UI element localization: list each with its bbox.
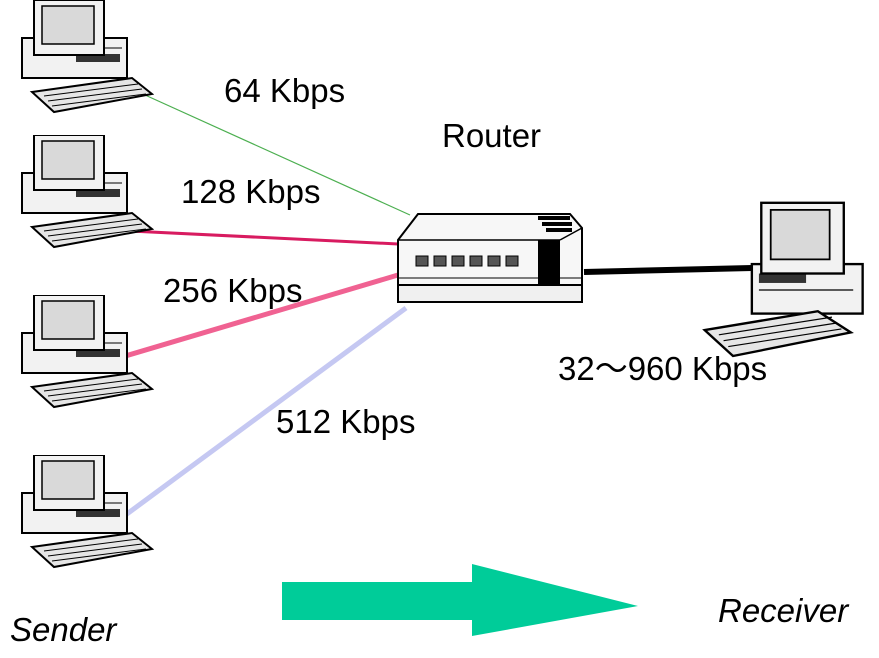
desktop-computer-icon xyxy=(21,295,154,409)
link-64kbps xyxy=(144,94,411,216)
router xyxy=(397,213,583,303)
link-256kbps xyxy=(111,272,399,363)
sender-computer-2 xyxy=(21,135,154,249)
right-arrow-icon xyxy=(282,564,638,636)
sender-computer-4 xyxy=(21,455,154,569)
router-icon xyxy=(397,213,583,303)
desktop-computer-icon xyxy=(21,455,154,569)
router-label: Router xyxy=(442,117,542,154)
link-64kbps-label: 64 Kbps xyxy=(224,72,346,109)
sender-computer-1 xyxy=(21,0,154,114)
desktop-computer-icon xyxy=(702,201,864,358)
sender-label: Sender xyxy=(10,611,117,648)
receiver-link-label: 32～960 Kbps xyxy=(558,350,768,387)
link-receiver xyxy=(583,265,753,275)
link-512kbps-label: 512 Kbps xyxy=(276,403,416,440)
link-512kbps xyxy=(110,305,408,528)
link-256kbps-label: 256 Kbps xyxy=(163,272,303,309)
desktop-computer-icon xyxy=(21,135,154,249)
desktop-computer-icon xyxy=(21,0,154,114)
link-128kbps-label: 128 Kbps xyxy=(181,173,321,210)
sender-computer-3 xyxy=(21,295,154,409)
flow-arrow xyxy=(282,564,638,636)
receiver-label: Receiver xyxy=(718,592,849,629)
receiver-computer xyxy=(702,201,864,358)
link-128kbps xyxy=(129,229,399,246)
